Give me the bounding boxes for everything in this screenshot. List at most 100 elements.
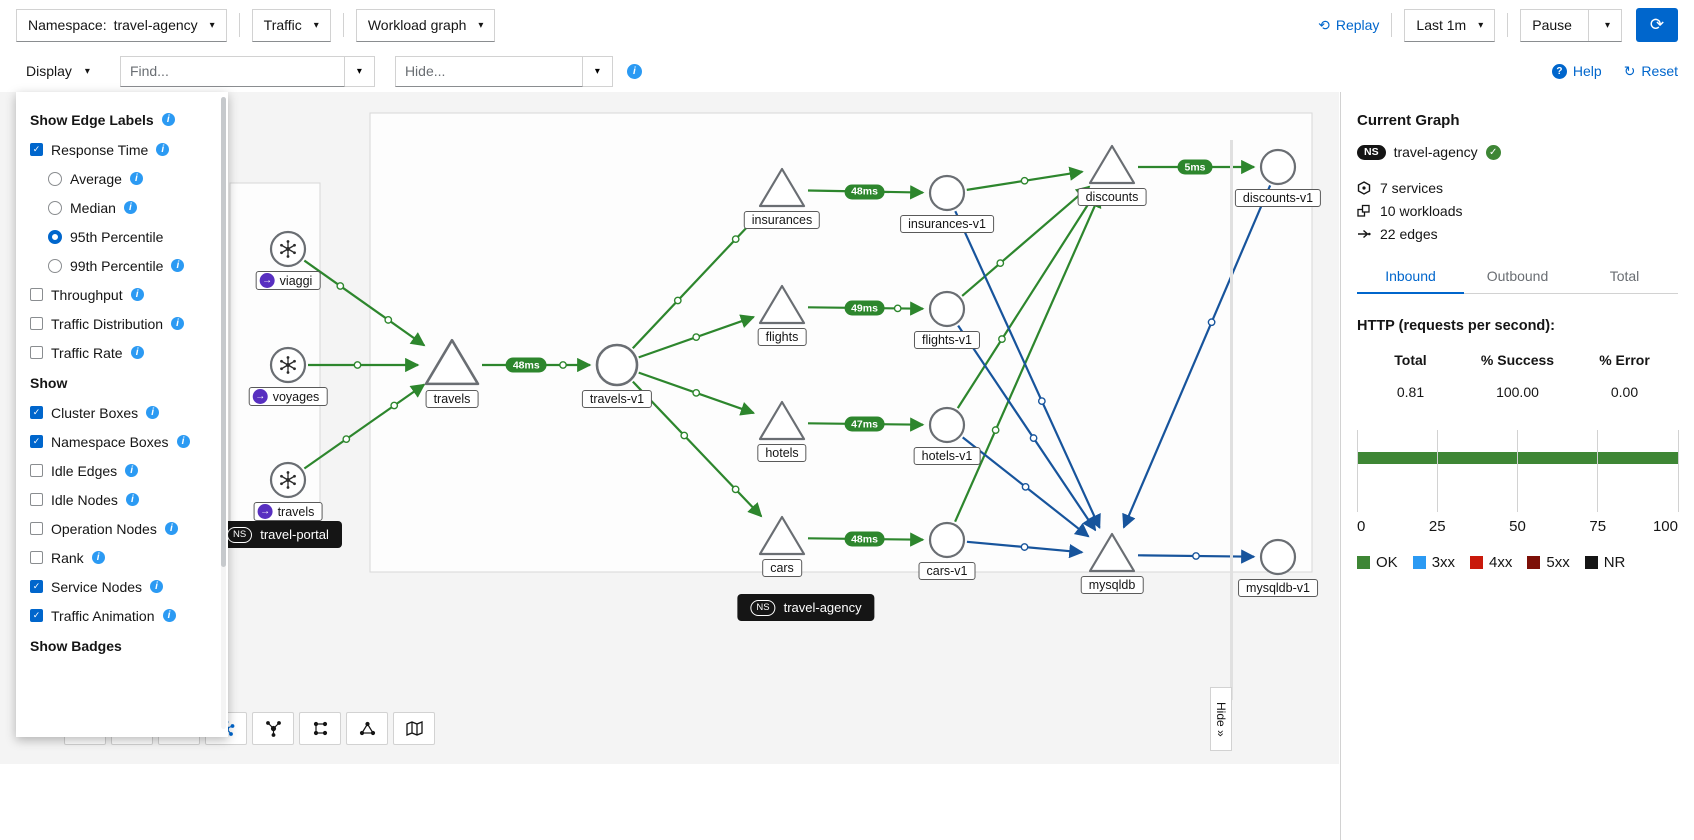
checkbox-throughput[interactable] [30, 288, 43, 301]
checkbox-response-time[interactable]: ✓ [30, 143, 43, 156]
help-button[interactable]: ? Help [1551, 63, 1602, 79]
edge-cars-to-cars-v1[interactable] [807, 532, 925, 547]
info-icon[interactable]: i [129, 172, 143, 185]
node-label-mysqldb[interactable]: mysqldb [1080, 576, 1144, 594]
tab-inbound[interactable]: Inbound [1357, 259, 1464, 294]
edge-flights-to-flights-v1[interactable] [807, 301, 925, 316]
info-icon[interactable]: i [125, 464, 139, 477]
node-label-cars-v1[interactable]: cars-v1 [918, 562, 976, 580]
info-icon[interactable]: i [130, 346, 144, 359]
node-label-discounts[interactable]: discounts [1077, 188, 1147, 206]
node-label-flights[interactable]: flights [757, 328, 807, 346]
info-icon[interactable]: i [156, 143, 170, 156]
find-options-button[interactable]: ▾ [344, 55, 375, 87]
service-node-mysqldb[interactable] [1088, 532, 1136, 573]
checkbox-operation-nodes[interactable] [30, 522, 43, 535]
layout-3-button[interactable] [346, 712, 388, 745]
info-icon[interactable]: i [123, 201, 137, 214]
graph-vertical-scrollbar[interactable] [1230, 140, 1233, 700]
node-label-insurances-v1[interactable]: insurances-v1 [900, 215, 994, 233]
workload-node-discounts-v1[interactable] [1259, 148, 1297, 186]
edge-travels-v1-to-cars[interactable] [632, 380, 763, 518]
checkbox-traffic-animation[interactable]: ✓ [30, 609, 43, 622]
service-node-discounts[interactable] [1088, 144, 1136, 185]
checkbox-service-nodes[interactable]: ✓ [30, 580, 43, 593]
workload-node-travels-v1[interactable] [595, 343, 639, 387]
namespace-box-travel-agency[interactable] [369, 112, 1313, 573]
service-node-flights[interactable] [758, 284, 806, 325]
info-icon[interactable]: i [91, 551, 105, 564]
radio-median[interactable] [48, 200, 62, 215]
checkbox-traffic-rate[interactable] [30, 346, 43, 359]
info-icon[interactable]: i [161, 113, 175, 126]
checkbox-idle-nodes[interactable] [30, 493, 43, 506]
radio-95th-percentile[interactable] [48, 229, 62, 244]
workload-node-cars-v1[interactable] [928, 521, 966, 559]
reset-button[interactable]: ↻ Reset [1623, 62, 1678, 80]
info-icon[interactable]: i [164, 522, 178, 535]
edge-travels-wl-to-travels-svc[interactable] [303, 383, 426, 470]
node-label-travels-v1[interactable]: travels-v1 [581, 390, 653, 408]
info-icon[interactable]: i [176, 435, 190, 448]
node-label-cars[interactable]: cars [762, 559, 802, 577]
hide-options-button[interactable]: ▾ [582, 55, 613, 87]
checkbox-idle-edges[interactable] [30, 464, 43, 477]
node-label-hotels-v1[interactable]: hotels-v1 [913, 447, 981, 465]
display-dropdown-toggle[interactable]: Display ▾ [26, 63, 90, 79]
edge-cars-v1-to-discounts[interactable] [954, 193, 1102, 523]
node-label-travels-wl[interactable]: →travels [253, 502, 323, 521]
edge-insurances-v1-to-mysqldb[interactable] [954, 210, 1101, 530]
interval-select[interactable]: Last 1m ▾ [1404, 8, 1496, 42]
layout-1-button[interactable] [252, 712, 294, 745]
display-option-95th-percentile[interactable]: 95th Percentile [16, 222, 228, 251]
info-icon[interactable]: i [171, 317, 185, 330]
menu-scrollbar[interactable] [221, 97, 226, 729]
tab-outbound[interactable]: Outbound [1486, 268, 1549, 284]
radio-99th-percentile[interactable] [48, 258, 62, 273]
radio-average[interactable] [48, 171, 62, 186]
graph-type-select[interactable]: Workload graph ▾ [355, 8, 496, 42]
info-icon[interactable]: i [162, 609, 176, 622]
workload-node-mysqldb-v1[interactable] [1259, 538, 1297, 576]
replay-button[interactable]: ⟲ Replay [1318, 16, 1380, 34]
edge-hotels-v1-to-discounts[interactable] [956, 191, 1097, 409]
namespace-select[interactable]: Namespace: travel-agency ▾ [16, 8, 227, 42]
node-label-viaggi[interactable]: →viaggi [255, 271, 321, 290]
service-node-cars[interactable] [758, 515, 806, 556]
workload-node-insurances-v1[interactable] [928, 174, 966, 212]
edge-discounts-v1-to-mysqldb[interactable] [1122, 184, 1272, 529]
menu-scroll-thumb[interactable] [221, 97, 226, 567]
edge-travels-v1-to-insurances[interactable] [631, 210, 763, 350]
service-node-travels-svc[interactable] [424, 338, 480, 386]
node-label-hotels[interactable]: hotels [757, 444, 807, 462]
edge-flights-v1-to-discounts[interactable] [961, 185, 1091, 297]
info-icon[interactable]: i [146, 406, 160, 419]
layout-2-button[interactable] [299, 712, 341, 745]
workload-node-hotels-v1[interactable] [928, 406, 966, 444]
find-hide-info-icon[interactable]: i [626, 63, 642, 79]
tab-total[interactable]: Total [1609, 268, 1640, 284]
info-icon[interactable]: i [171, 259, 185, 272]
node-label-mysqldb-v1[interactable]: mysqldb-v1 [1238, 579, 1318, 597]
node-label-discounts-v1[interactable]: discounts-v1 [1234, 189, 1322, 207]
node-label-travels-svc[interactable]: travels [425, 390, 479, 408]
refresh-button[interactable]: ⟳ [1636, 8, 1678, 42]
hide-panel-button[interactable]: Hide » [1210, 687, 1232, 751]
hide-input[interactable] [394, 55, 583, 87]
checkbox-namespace-boxes[interactable]: ✓ [30, 435, 43, 448]
